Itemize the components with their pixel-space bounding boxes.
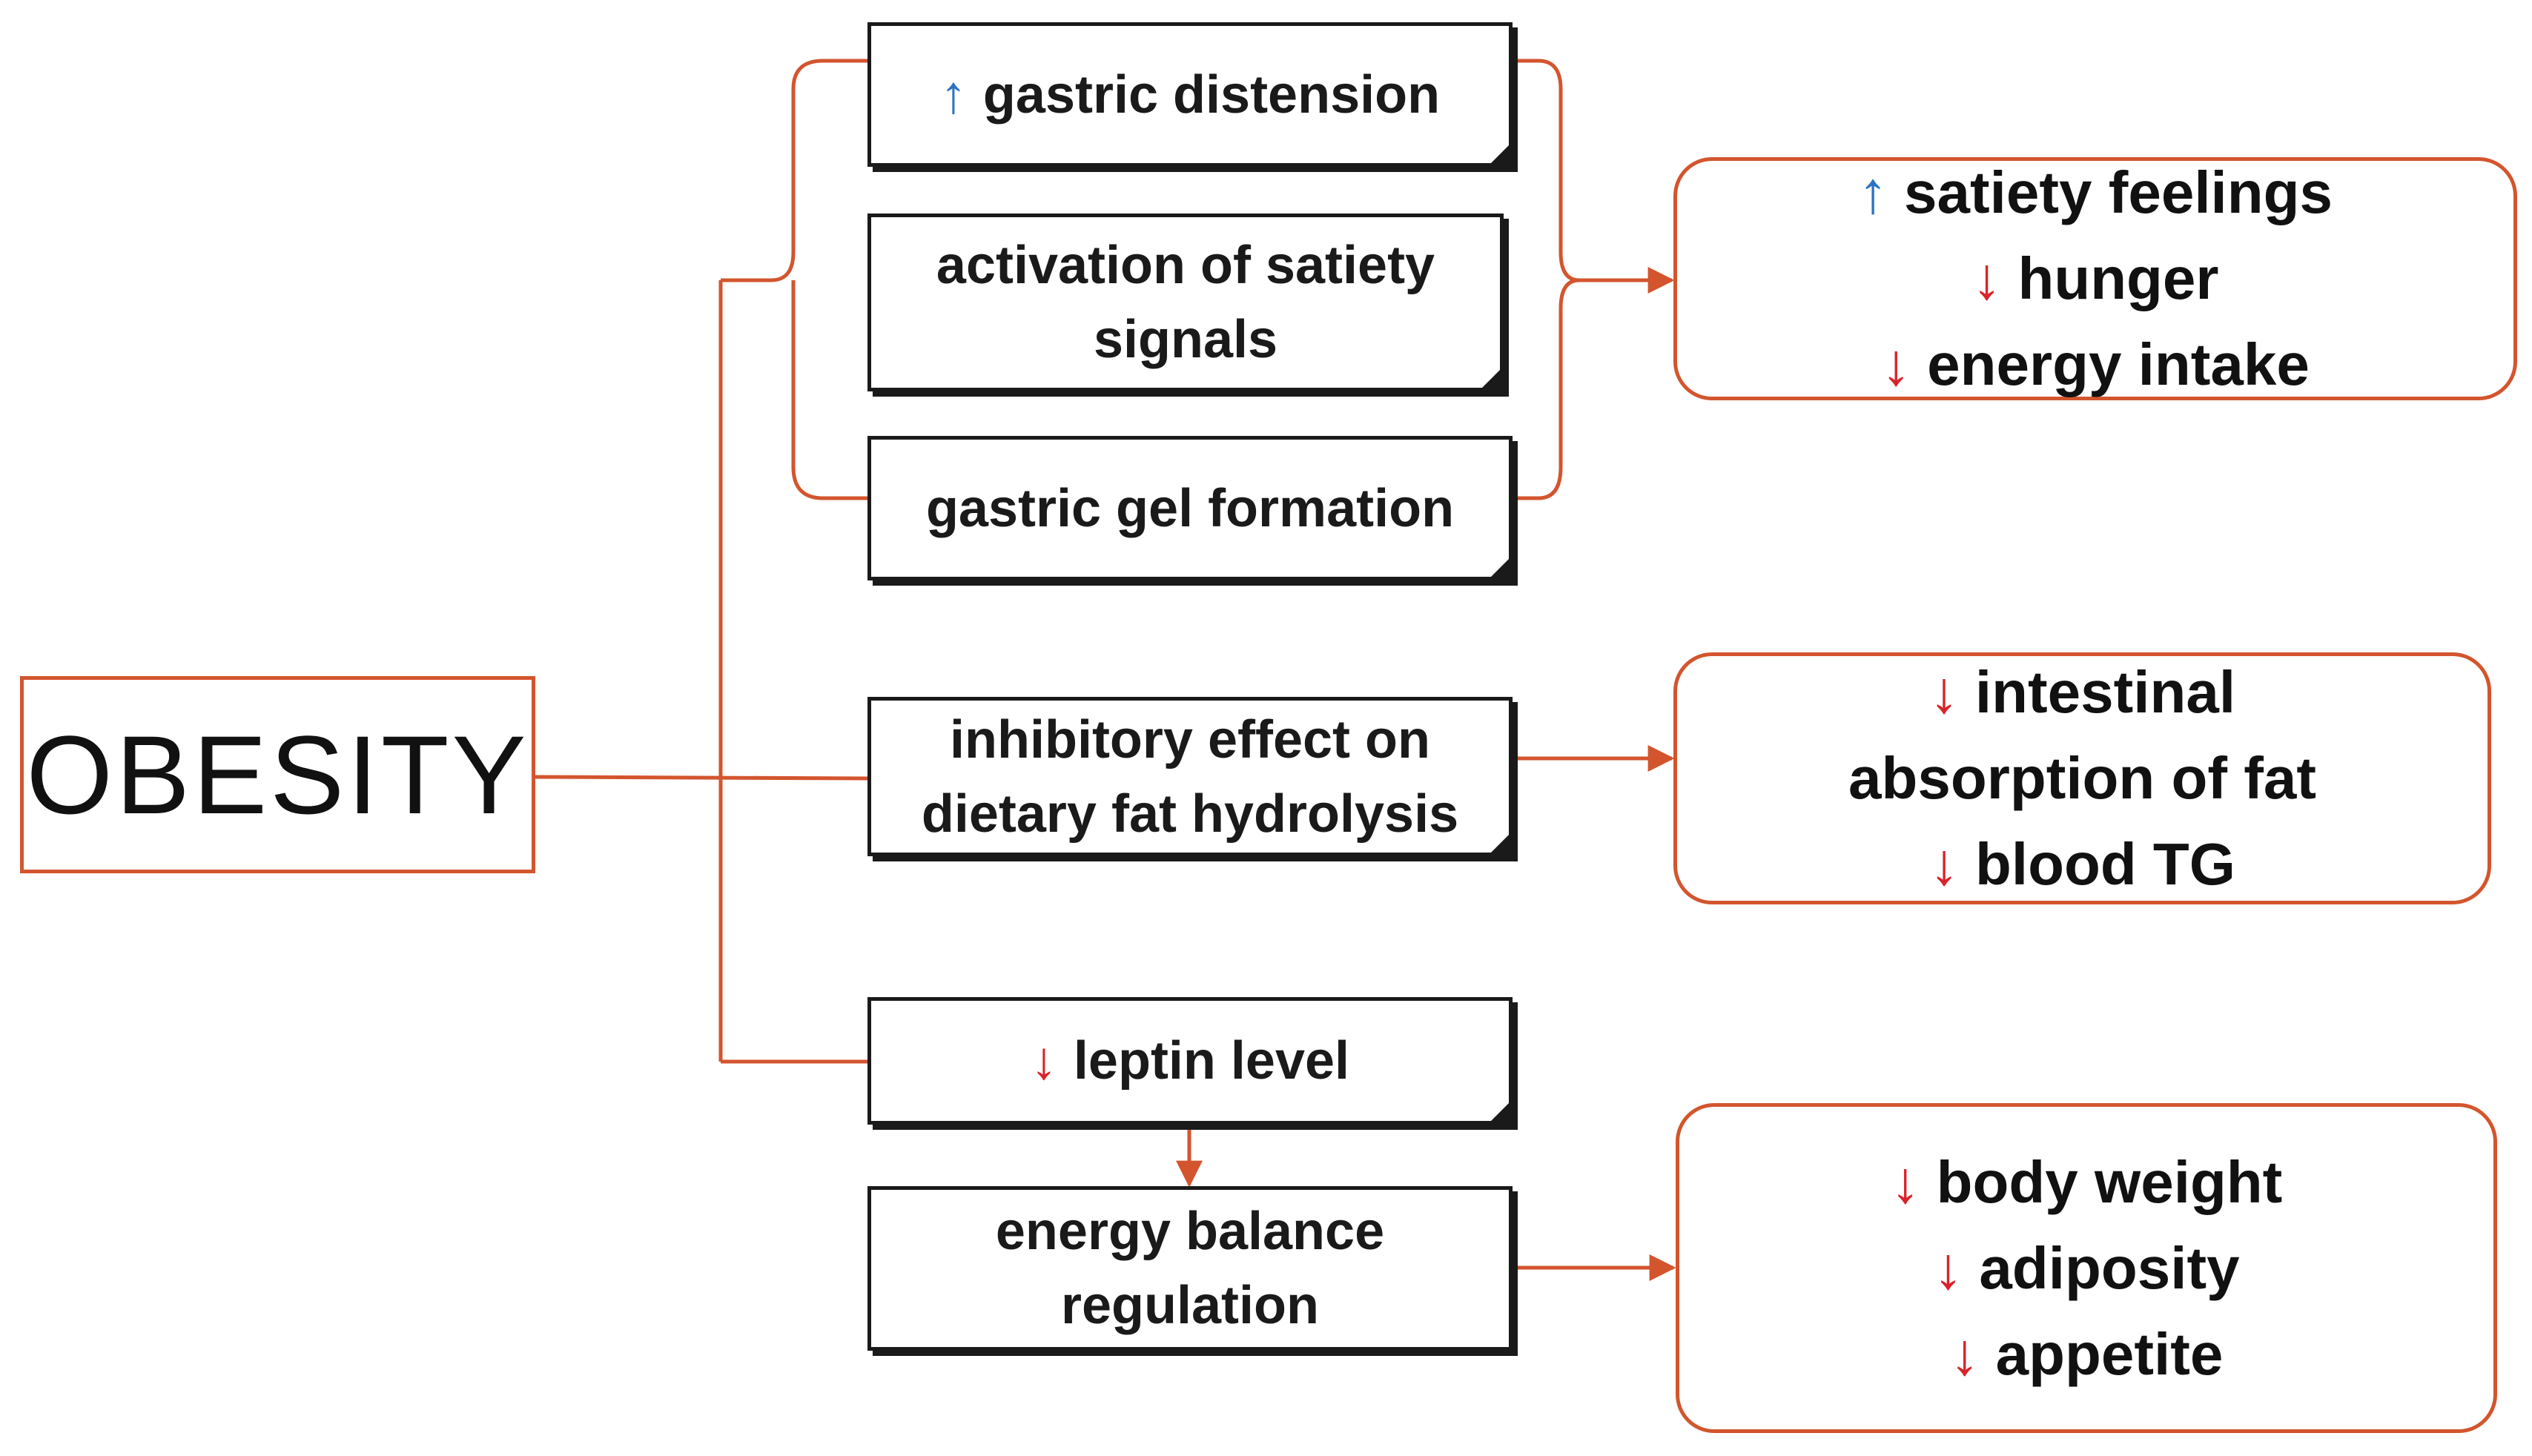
weight-outcome-node: ↓body weight ↓adiposity ↓appetite [1676, 1103, 2497, 1433]
folded-corner-icon [1487, 831, 1513, 856]
arrow-up-icon: ↑ [939, 64, 967, 125]
gastric-distension-node: ↑gastric distension [867, 22, 1513, 167]
arrow-down-icon: ↓ [1881, 331, 1911, 397]
outcome-line: absorption of fat [1848, 735, 2316, 821]
energy-intake-text: energy intake [1927, 331, 2310, 397]
satiety-outcome-node: ↑satiety feelings ↓hunger ↓energy intake [1673, 157, 2517, 400]
outcome-line: ↓body weight [1891, 1139, 2283, 1225]
arrow-up-icon: ↑ [1857, 159, 1888, 225]
energy-balance-line1: energy balance [995, 1202, 1385, 1261]
folded-corner-icon [1487, 555, 1513, 580]
leptin-node: ↓ leptin level [867, 997, 1513, 1125]
gastric-distension-text: gastric distension [982, 64, 1441, 125]
satiety-signals-line1: activation of satiety [936, 236, 1435, 295]
outcome-line: ↓energy intake [1881, 322, 2310, 408]
fat-hydrolysis-node: inhibitory effect on dietary fat hydroly… [867, 697, 1513, 856]
arrow-down-icon: ↓ [1933, 1234, 1963, 1301]
intestinal-text: intestinal [1974, 659, 2236, 725]
absorption-of-fat-text: absorption of fat [1848, 745, 2317, 811]
obesity-label: OBESITY [26, 712, 529, 837]
arrow-down-icon: ↓ [1949, 1320, 1980, 1387]
obesity-node: OBESITY [20, 676, 535, 873]
appetite-text: appetite [1995, 1320, 2224, 1387]
outcome-line: ↓intestinal [1929, 649, 2235, 735]
arrow-down-icon: ↓ [1030, 1031, 1057, 1091]
fat-hydrolysis-line2: dietary fat hydrolysis [921, 784, 1459, 844]
folded-corner-icon [1478, 366, 1504, 391]
outcome-line: ↓hunger [1971, 236, 2218, 322]
hunger-text: hunger [2017, 245, 2219, 311]
energy-balance-node: energy balance regulation [867, 1186, 1513, 1351]
satiety-feelings-text: satiety feelings [1903, 159, 2333, 225]
leptin-line: ↓ leptin level [1031, 1024, 1349, 1098]
absorption-outcome-node: ↓intestinal absorption of fat ↓blood TG [1673, 652, 2491, 904]
arrow-down-icon: ↓ [1928, 659, 1959, 725]
right-brace-connector [1513, 59, 1580, 500]
leptin-text: leptin level [1073, 1031, 1350, 1091]
arrow-down-icon: ↓ [1890, 1148, 1920, 1215]
root-trunk-connector [535, 775, 868, 781]
outcome-line: ↓blood TG [1929, 821, 2235, 907]
folded-corner-icon [1487, 142, 1513, 167]
blood-tg-text: blood TG [1974, 831, 2235, 897]
outcome-line: ↓appetite [1950, 1311, 2224, 1397]
left-brace-connector [721, 59, 867, 500]
outcome-line: ↑satiety feelings [1858, 150, 2333, 236]
arrow-down-icon: ↓ [1971, 245, 2002, 311]
satiety-signals-node: activation of satiety signals [867, 214, 1504, 391]
arrow-down-icon: ↓ [1928, 831, 1959, 897]
energy-balance-line2: regulation [1060, 1276, 1319, 1335]
gastric-gel-text: gastric gel formation [925, 478, 1455, 538]
adiposity-text: adiposity [1979, 1234, 2240, 1301]
gastric-distension-line: ↑gastric distension [940, 58, 1440, 132]
gastric-gel-node: gastric gel formation [867, 436, 1513, 580]
satiety-signals-line2: signals [1093, 310, 1278, 369]
outcome-line: ↓adiposity [1933, 1225, 2239, 1311]
folded-corner-icon [1487, 1099, 1513, 1125]
fat-hydrolysis-line1: inhibitory effect on [950, 709, 1430, 770]
body-weight-text: body weight [1936, 1148, 2283, 1215]
